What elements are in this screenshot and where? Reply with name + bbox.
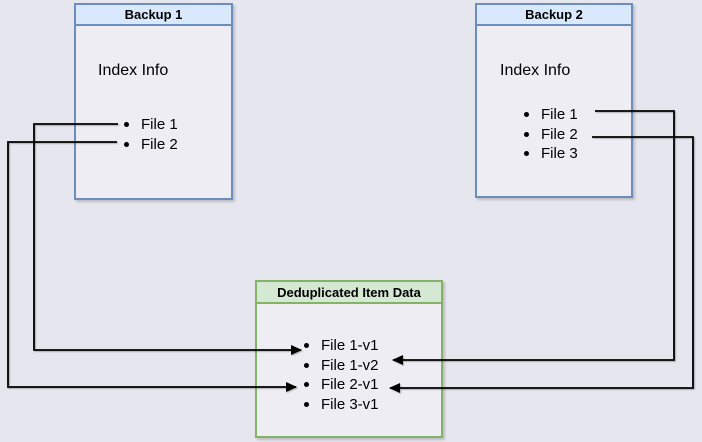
backup1-header: Backup 1 [76,5,231,26]
dedup-title: Deduplicated Item Data [277,284,421,300]
bullet-icon [304,401,309,407]
list-item: File 2 [124,135,178,155]
list-item-label: File 2-v1 [321,376,379,394]
bullet-icon [124,141,129,147]
backup1-file-list: File 1 File 2 [124,115,178,154]
list-item-label: File 3 [541,145,578,163]
bullet-icon [524,112,529,118]
list-item: File 1 [124,115,178,135]
backup2-file-list: File 1 File 2 File 3 [524,105,578,164]
dedup-file-list: File 1-v1 File 1-v2 File 2-v1 File 3-v1 [304,336,379,414]
list-item-label: File 1-v1 [321,337,379,355]
backup2-index-info-label: Index Info [500,62,571,79]
bullet-icon [304,362,309,368]
list-item-label: File 1 [141,116,178,134]
list-item: File 3 [524,144,578,164]
list-item: File 2-v1 [304,375,379,395]
backup2-box: Backup 2 [475,3,633,198]
backup1-box: Backup 1 [74,3,233,200]
list-item-label: File 2 [141,135,178,153]
list-item: File 2 [524,125,578,145]
list-item-label: File 1 [541,106,578,124]
backup1-title: Backup 1 [124,7,183,22]
list-item: File 1-v1 [304,336,379,356]
bullet-icon [524,151,529,157]
bullet-icon [304,382,309,388]
list-item: File 1 [524,105,578,125]
list-item: File 1-v2 [304,356,379,376]
list-item: File 3-v1 [304,395,379,415]
bullet-icon [124,122,129,128]
list-item-label: File 1-v2 [321,356,379,374]
backup2-title: Backup 2 [525,7,583,22]
dedup-header: Deduplicated Item Data [257,282,441,304]
list-item-label: File 3-v1 [321,395,379,413]
list-item-label: File 2 [541,125,578,143]
backup2-header: Backup 2 [477,5,631,26]
bullet-icon [524,131,529,137]
backup1-index-info-label: Index Info [98,62,169,79]
bullet-icon [304,343,309,349]
